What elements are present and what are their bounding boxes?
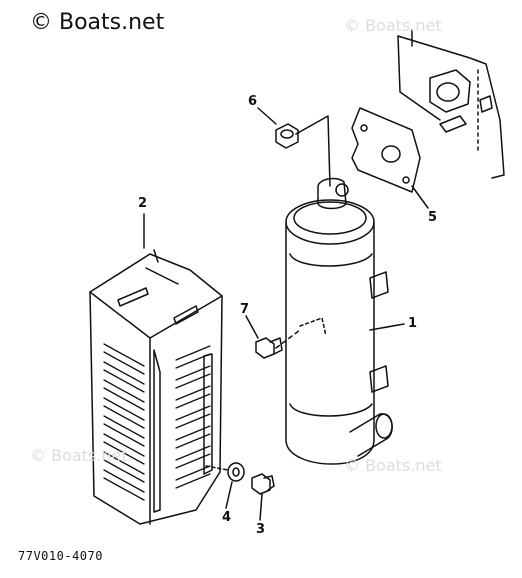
callout-part-2: 2 xyxy=(138,196,148,211)
callout-part-1: 1 xyxy=(408,316,418,331)
callout-part-5: 5 xyxy=(428,210,438,225)
muffler-part-1 xyxy=(275,177,393,465)
washer-part-4 xyxy=(227,462,245,482)
watermark-faint-bottom-left: © Boats.net xyxy=(30,446,128,465)
callout-part-7: 7 xyxy=(240,302,250,317)
bolt-part-7 xyxy=(255,337,283,359)
watermark-main: © Boats.net xyxy=(30,10,165,35)
engine-mount-outline xyxy=(397,29,505,179)
callout-part-4: 4 xyxy=(222,510,232,525)
watermark-faint-bottom-right: © Boats.net xyxy=(344,456,442,475)
muffler-cover-part-2 xyxy=(89,249,223,525)
callout-part-3: 3 xyxy=(256,522,266,537)
nut-part-6 xyxy=(275,123,299,149)
bolt-part-3 xyxy=(251,473,275,495)
drawing-code: 77V010-4070 xyxy=(18,549,103,563)
callout-part-6: 6 xyxy=(248,94,258,109)
gasket-part-5 xyxy=(351,107,421,193)
watermark-faint-top-right: © Boats.net xyxy=(344,16,442,35)
